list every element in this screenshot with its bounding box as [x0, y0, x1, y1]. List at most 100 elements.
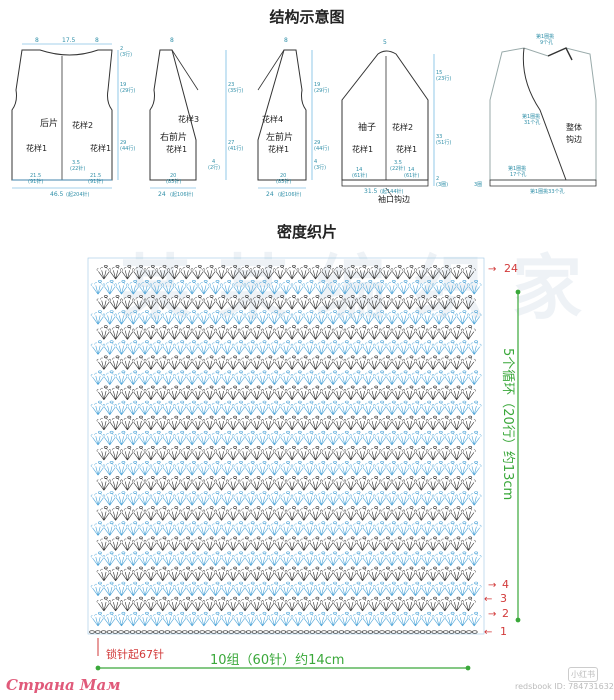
chain-stitch — [350, 415, 355, 419]
chain-stitch — [256, 476, 261, 479]
chain-stitch — [380, 370, 385, 374]
chain-stitch — [115, 536, 120, 540]
chain-stitch — [291, 506, 296, 509]
chain-stitch — [468, 596, 473, 600]
chain-stitch — [315, 536, 320, 540]
chain-stitch — [403, 461, 408, 464]
chain-stitch — [338, 325, 343, 328]
chain-stitch — [391, 461, 396, 464]
chain-stitch — [462, 551, 467, 555]
chain-stitch — [244, 506, 249, 509]
foundation-chain-stitch — [448, 630, 455, 634]
foundation-chain-stitch — [100, 630, 107, 634]
foundation-chain-stitch — [292, 630, 298, 634]
chain-stitch — [162, 385, 167, 389]
chain-stitch — [121, 551, 126, 555]
chain-stitch — [368, 340, 373, 343]
chain-stitch — [268, 596, 273, 600]
chain-stitch — [221, 536, 226, 540]
back-top-dim-1: 8 — [35, 37, 39, 44]
chain-stitch — [109, 581, 114, 585]
chain-stitch — [338, 264, 343, 268]
back-top-dim-3: 8 — [95, 37, 99, 44]
chain-stitch — [415, 430, 420, 434]
asm-edge-label2: 钩边 — [566, 134, 582, 144]
chain-stitch — [98, 400, 102, 404]
chain-stitch — [374, 264, 379, 268]
chain-stitch — [350, 536, 355, 540]
chain-stitch — [303, 446, 308, 449]
back-bottom-5: 21.5 — [90, 173, 101, 179]
back-side-2: (3行) — [120, 51, 132, 58]
chain-stitch — [297, 461, 302, 464]
chain-stitch — [221, 566, 226, 570]
chain-stitch — [256, 506, 261, 509]
chain-stitch — [474, 551, 479, 555]
chain-stitch — [286, 581, 290, 585]
chain-stitch — [303, 566, 308, 570]
chain-stitch — [444, 325, 449, 328]
chain-stitch — [133, 370, 138, 374]
chain-stitch — [327, 264, 332, 268]
chain-stitch — [115, 476, 120, 479]
chain-stitch — [268, 506, 273, 509]
chain-stitch — [215, 279, 220, 283]
chain-stitch — [162, 446, 167, 449]
foundation-chain-stitch — [454, 630, 461, 634]
chain-stitch — [98, 491, 102, 494]
chain-stitch — [274, 279, 279, 283]
row-marker-24-arrow: → — [488, 264, 496, 275]
chain-stitch — [250, 400, 255, 404]
chain-stitch — [98, 370, 102, 374]
chain-stitch — [468, 264, 473, 268]
chain-stitch — [286, 461, 290, 464]
chain-stitch — [203, 340, 208, 343]
chain-stitch — [350, 566, 355, 570]
chain-stitch — [256, 295, 261, 298]
chain-stitch — [162, 415, 167, 419]
chain-stitch — [233, 536, 238, 540]
chain-stitch — [374, 506, 379, 509]
lf-pattern-main: 花样4 — [262, 114, 283, 124]
chain-stitch — [197, 264, 202, 268]
chain-stitch — [280, 446, 285, 449]
chain-stitch — [297, 340, 302, 343]
chain-stitch — [244, 385, 249, 389]
sleeve-pattern-left: 花样1 — [352, 144, 373, 154]
chain-stitch — [280, 385, 285, 389]
chain-stitch — [168, 461, 173, 464]
chain-stitch — [450, 461, 455, 464]
chain-stitch — [191, 521, 196, 525]
chain-stitch — [327, 415, 332, 419]
chain-stitch — [139, 446, 143, 449]
chain-stitch — [203, 611, 208, 615]
chain-stitch — [156, 370, 161, 374]
chain-stitch — [215, 310, 220, 313]
chain-stitch — [462, 521, 467, 525]
chain-stitch — [233, 355, 238, 359]
chain-stitch — [144, 340, 149, 343]
sleeve-side-1: 15 — [436, 70, 442, 76]
chain-stitch — [280, 415, 285, 419]
sleeve-pattern-right: 花样1 — [396, 144, 417, 154]
chain-stitch — [168, 400, 173, 404]
chain-stitch — [180, 370, 185, 374]
chain-stitch — [391, 611, 396, 615]
chain-stitch — [197, 506, 202, 509]
chain-stitch — [385, 506, 390, 509]
chain-stitch — [150, 566, 155, 570]
chain-stitch — [291, 566, 296, 570]
chain-stitch — [309, 521, 314, 525]
chain-stitch — [274, 430, 279, 434]
chain-stitch — [468, 566, 473, 570]
chain-stitch — [397, 506, 402, 509]
chain-stitch — [139, 536, 143, 540]
rf-width-total: 24 — [158, 191, 166, 198]
chain-stitch — [297, 581, 302, 585]
chain-stitch — [191, 310, 196, 313]
rf-top-dim: 8 — [170, 37, 174, 44]
chain-stitch — [415, 521, 420, 525]
chain-stitch — [274, 340, 279, 343]
chain-stitch — [98, 551, 102, 555]
chain-stitch — [250, 521, 255, 525]
